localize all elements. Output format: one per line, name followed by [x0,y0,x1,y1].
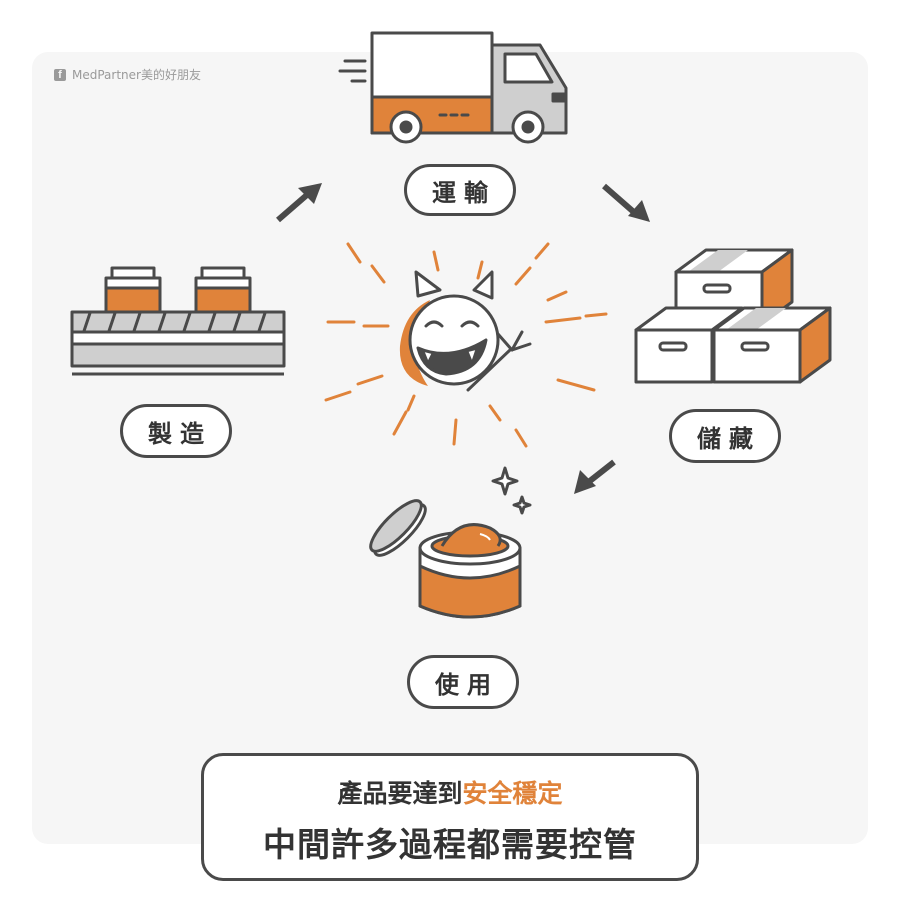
stage-label-use: 使用 [407,655,519,709]
caption-line-1: 產品要達到安全穩定 [204,774,696,810]
caption-line-1-highlight: 安全穩定 [462,779,563,808]
brand-watermark: f MedPartner美的好朋友 [54,66,201,83]
caption-box: 產品要達到安全穩定 中間許多過程都需要控管 [201,753,699,881]
boxes-illustration [634,248,832,384]
devil-mascot [399,270,532,392]
stage-label-transport: 運輸 [404,164,516,216]
arrow-transport-to-storage [602,183,650,222]
stage-label-manufacture: 製造 [120,404,232,458]
arrow-manufacture-to-transport [276,183,322,223]
brand-text: MedPartner美的好朋友 [72,68,201,82]
caption-line-2: 中間許多過程都需要控管 [263,825,637,864]
truck-illustration [338,31,568,144]
facebook-icon: f [54,68,66,81]
conveyor-illustration [70,266,286,376]
stage-label-storage: 儲藏 [669,409,781,463]
cream-jar-illustration [369,466,532,619]
sun-rays [324,242,608,448]
arrow-storage-to-use [574,459,616,494]
caption-line-1-prefix: 產品要達到 [337,779,463,808]
